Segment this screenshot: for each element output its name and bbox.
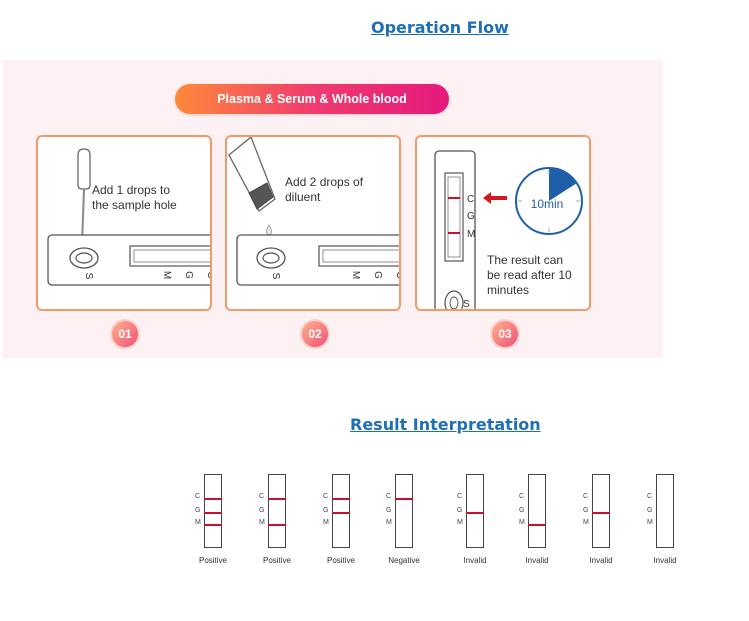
- result-label: Negative: [388, 556, 420, 565]
- result-line: [268, 498, 286, 500]
- strip-label-m: M: [583, 519, 589, 526]
- result-line: [204, 512, 222, 514]
- result-interpretation-heading: Result Interpretation: [350, 415, 541, 434]
- result-strip: [466, 474, 484, 548]
- strip-label-m: M: [386, 519, 392, 526]
- result-line: [268, 524, 286, 526]
- result-strip: [204, 474, 222, 548]
- strip-label-m: M: [647, 519, 653, 526]
- result-label: Invalid: [589, 556, 613, 565]
- result-line: [466, 512, 484, 514]
- strip-label-g: G: [457, 507, 463, 514]
- strip-label-c: C: [195, 493, 201, 500]
- result-line: [204, 498, 222, 500]
- timer-label: 10min: [531, 197, 564, 211]
- result-line: [332, 512, 350, 514]
- result-label: Invalid: [653, 556, 677, 565]
- strip-label-g: G: [647, 507, 653, 514]
- result-line: [528, 524, 546, 526]
- strip-label-g: G: [259, 507, 265, 514]
- strip-label-c: C: [323, 493, 329, 500]
- strip-label-c: C: [259, 493, 265, 500]
- operation-flow-heading: Operation Flow: [371, 18, 509, 37]
- strip-label-m: M: [457, 519, 463, 526]
- result-label: Positive: [262, 556, 292, 565]
- strip-label-g: G: [323, 507, 329, 514]
- strip-label-c: C: [583, 493, 589, 500]
- result-strip: [592, 474, 610, 548]
- cassette-label-g: G: [372, 271, 383, 279]
- strip-label-m: M: [195, 519, 201, 526]
- step-1-illustration: S M G C: [47, 148, 212, 286]
- strip-label-c: C: [647, 493, 653, 500]
- strip-label-g: G: [583, 507, 589, 514]
- step-3-card: C G M S 10min The result can be read aft…: [415, 135, 591, 311]
- droplet-icon: [266, 224, 272, 236]
- step-1-badge: 01: [110, 319, 140, 349]
- strip-label-c: C: [519, 493, 525, 500]
- step-3-illustration: C G M S 10min: [434, 150, 583, 310]
- step-2-illustration: S M G C: [228, 137, 401, 286]
- step-1-text: Add 1 drops to the sample hole: [92, 183, 177, 212]
- step-2-badge: 02: [300, 319, 330, 349]
- cassette-label-g: G: [183, 271, 194, 279]
- result-label: Invalid: [525, 556, 549, 565]
- cassette-label-c: C: [394, 271, 401, 278]
- cassette-label-g: G: [467, 211, 475, 222]
- arrow-left-icon: [483, 192, 507, 204]
- result-strip: [528, 474, 546, 548]
- result-line: [592, 512, 610, 514]
- cassette-label-c: C: [205, 271, 212, 278]
- strip-label-c: C: [386, 493, 392, 500]
- step-1-card: S M G C Add 1 drops to the sample hole: [36, 135, 212, 311]
- strip-label-m: M: [519, 519, 525, 526]
- result-label: Positive: [198, 556, 228, 565]
- result-line: [395, 498, 413, 500]
- dropper-icon: [77, 148, 91, 190]
- result-strip: [332, 474, 350, 548]
- step-2-card: S M G C Add 2 drops of diluent: [225, 135, 401, 311]
- cassette-label-m: M: [467, 229, 475, 240]
- cassette-label-s: S: [83, 273, 94, 280]
- result-label: Invalid: [463, 556, 487, 565]
- cassette-label-m: M: [350, 271, 361, 279]
- result-strip: [395, 474, 413, 548]
- strip-label-c: C: [457, 493, 463, 500]
- strip-label-g: G: [386, 507, 392, 514]
- cassette-label-s: S: [463, 299, 470, 310]
- strip-label-g: G: [519, 507, 525, 514]
- step-2-text: Add 2 drops of diluent: [285, 175, 364, 204]
- result-line: [204, 524, 222, 526]
- result-strip: [656, 474, 674, 548]
- step-3-text: The result can be read after 10 minutes: [487, 253, 572, 297]
- result-line: [332, 498, 350, 500]
- result-label: Positive: [326, 556, 356, 565]
- strip-label-g: G: [195, 507, 201, 514]
- timer-icon: 10min: [515, 167, 583, 235]
- cassette-label-s: S: [270, 273, 281, 280]
- step-3-badge: 03: [490, 319, 520, 349]
- cassette-label-m: M: [161, 271, 172, 279]
- cassette-label-c: C: [467, 194, 474, 205]
- strip-label-m: M: [323, 519, 329, 526]
- result-strip: [268, 474, 286, 548]
- strip-label-m: M: [259, 519, 265, 526]
- sample-type-banner: Plasma & Serum & Whole blood: [175, 84, 449, 114]
